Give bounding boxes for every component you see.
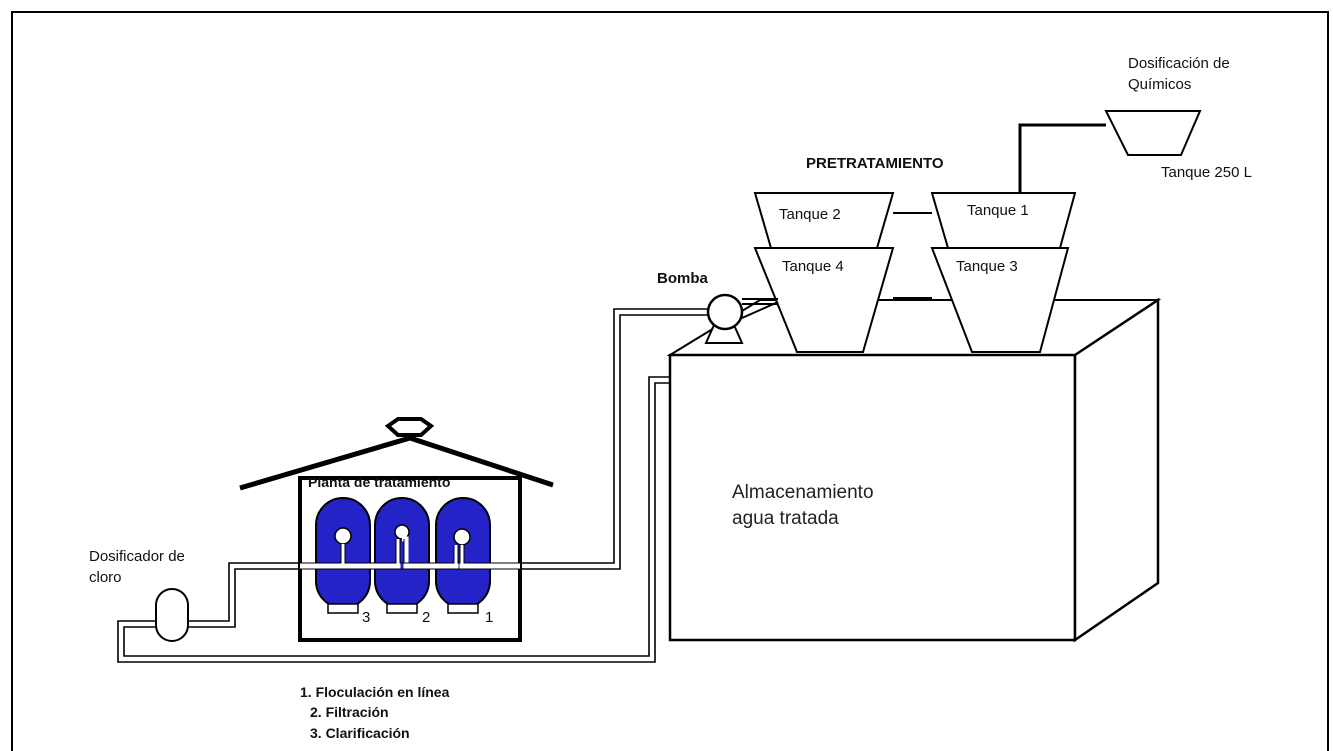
filter-2 — [374, 497, 430, 614]
storage-front — [668, 353, 1077, 642]
tanque-250-label: Tanque 250 L — [1161, 164, 1252, 181]
legend-item-2: 2. Filtración — [310, 704, 389, 720]
legend-item-1: 1. Floculación en línea — [300, 684, 450, 700]
legend-item-3: 3. Clarificación — [310, 725, 410, 741]
tanque-2-label: Tanque 2 — [779, 206, 841, 223]
tanque-3-label: Tanque 3 — [956, 258, 1018, 275]
dosificador-label-line1: Dosificador de — [89, 548, 185, 565]
almacenamiento-label-line1: Almacenamiento — [732, 482, 874, 503]
dosificador-label-line2: cloro — [89, 569, 122, 586]
tanque-2 — [753, 192, 895, 249]
roof-vent — [384, 417, 435, 437]
filter-internal-piping — [300, 536, 520, 569]
filter-3-number: 3 — [362, 609, 370, 626]
tanque-4-label: Tanque 4 — [782, 258, 844, 275]
filter-2-number: 2 — [422, 609, 430, 626]
almacenamiento-label-line2: agua tratada — [732, 508, 839, 529]
chemical-feed-pipe — [1018, 123, 1106, 193]
filter-1-number: 1 — [485, 609, 493, 626]
storage-top — [666, 299, 1162, 356]
chlorine-inlet-pipe — [188, 562, 300, 628]
pump-body — [706, 293, 744, 331]
storage-tank — [666, 297, 1162, 643]
pretratamiento-label: PRETRATAMIENTO — [806, 155, 944, 172]
quimicos-label-line1: Dosificación de — [1128, 55, 1230, 72]
storage-side — [1073, 297, 1160, 643]
planta-label: Planta de tratamiento — [308, 474, 450, 490]
tanque-250-shape — [1104, 110, 1202, 156]
pump-outlet-pipe — [474, 308, 708, 570]
tanque-1-label: Tanque 1 — [967, 202, 1029, 219]
chemical-dosing-tank — [1018, 110, 1202, 193]
plant-roof — [239, 435, 554, 491]
pump — [704, 293, 779, 344]
bomba-label: Bomba — [657, 270, 708, 287]
quimicos-label-line2: Químicos — [1128, 76, 1191, 93]
diagram-frame — [11, 11, 1329, 751]
return-pipe — [117, 376, 670, 663]
dosificador-cloro — [155, 588, 189, 642]
tanque-1 — [930, 192, 1077, 249]
